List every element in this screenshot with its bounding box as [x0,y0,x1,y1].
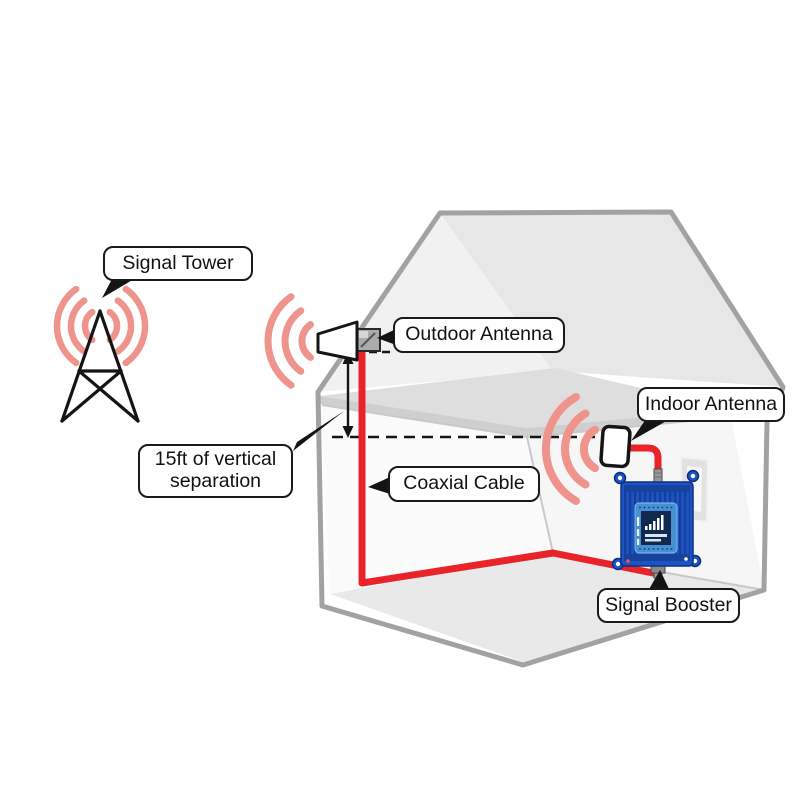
separation-line1: 15ft of vertical [154,448,277,471]
label-coaxial-cable: Coaxial Cable [388,466,540,502]
outdoor-antenna-tail [377,329,396,345]
label-indoor-antenna: Indoor Antenna [637,387,785,422]
cabling [358,346,662,587]
booster-top-band [624,485,690,492]
power-led [626,559,630,563]
indoor-antenna-tail [631,419,670,441]
separation-line2: separation [169,470,262,492]
separation-callout-line [293,411,344,451]
bracket-slash [360,332,376,348]
bracket-highlight [359,331,368,338]
indoor-jumper-cable [624,444,662,480]
status-led [684,557,688,561]
display-text-lines [645,534,667,542]
outdoor-antenna-waves-icon [264,293,314,389]
indoor-antenna-icon [599,424,632,469]
signal-bars-icon [645,515,664,530]
signal-tower-tail [102,279,134,298]
tower-waves-icon [53,285,149,367]
panel-antenna-body [599,424,632,469]
ceiling-slab-top [320,368,731,428]
outdoor-antenna-icon [316,320,381,362]
booster-bottom-band [624,554,690,561]
label-vertical-separation: 15ft of vertical separation [138,444,293,498]
coaxial-cable-tail [368,477,390,494]
cell-tower-icon [60,309,140,423]
bubble-tails [102,279,670,591]
brand-marks [637,517,640,545]
signal-booster-icon [611,468,702,582]
panel-vents [639,506,673,550]
indoor-antenna-waves-icon [541,393,599,505]
mounting-ears [611,469,702,571]
coaxial-cable-line [358,346,662,587]
measurement-guides [293,350,600,451]
label-signal-tower: Signal Tower [103,246,253,281]
horn-body [316,320,359,362]
label-signal-booster: Signal Booster [597,588,740,623]
signal-booster-tail [648,570,670,591]
label-outdoor-antenna: Outdoor Antenna [393,317,565,353]
